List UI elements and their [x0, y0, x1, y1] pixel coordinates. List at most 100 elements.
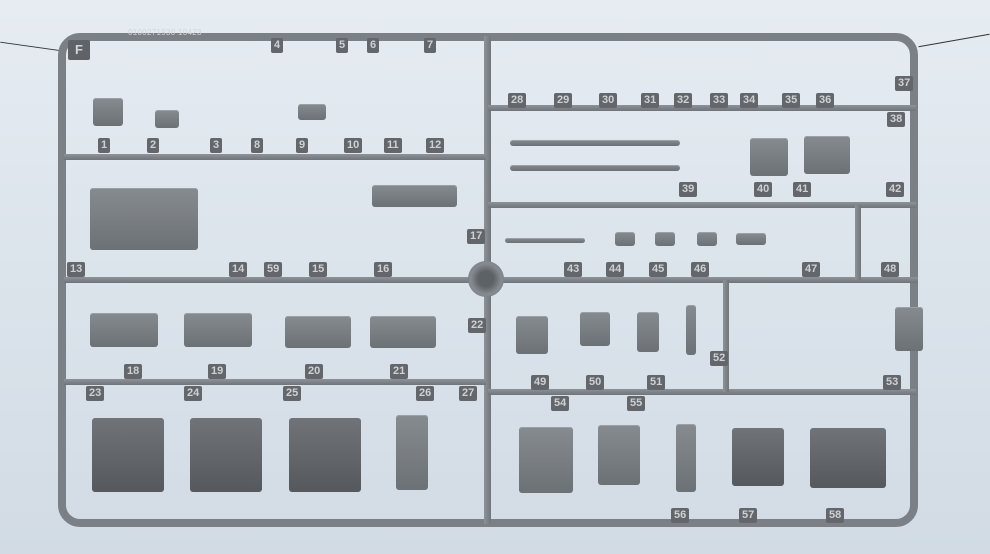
runner — [488, 105, 916, 111]
part-number-label: 30 — [599, 93, 618, 108]
sprue-part — [505, 238, 585, 243]
part-number-label: 43 — [564, 262, 583, 277]
sprue-part — [510, 140, 680, 146]
part-number-label: 51 — [647, 375, 666, 390]
part-number-label: 39 — [679, 182, 698, 197]
part-number-label: 34 — [740, 93, 759, 108]
part-number-label: 23 — [86, 386, 105, 401]
part-number-label: 26 — [416, 386, 435, 401]
part-number-label: 59 — [264, 262, 283, 277]
part-number-label: 52 — [710, 351, 729, 366]
sprue-part — [655, 232, 675, 246]
part-number-label: 3 — [210, 138, 223, 153]
sprue-part — [686, 305, 696, 355]
part-number-label: 50 — [586, 375, 605, 390]
sprue-part — [615, 232, 635, 246]
sprue-part — [93, 98, 123, 126]
part-number-label: 14 — [229, 262, 248, 277]
sprue-part — [90, 313, 158, 347]
sprue-part — [810, 428, 886, 488]
part-number-label: 47 — [802, 262, 821, 277]
sprue-part — [372, 185, 457, 207]
sprue-part — [370, 316, 436, 348]
sprue-part — [285, 316, 351, 348]
part-number-label: 19 — [208, 364, 227, 379]
sprue-part — [732, 428, 784, 486]
runner — [488, 389, 916, 395]
part-number-label: 37 — [895, 76, 914, 91]
sprue-part — [190, 418, 262, 492]
sprue-part — [519, 427, 573, 493]
sprue-part — [676, 424, 696, 492]
part-number-label: 27 — [459, 386, 478, 401]
sprue-part — [750, 138, 788, 176]
part-number-label: 7 — [424, 38, 437, 53]
part-number-label: 46 — [691, 262, 710, 277]
sprue-part — [155, 110, 179, 128]
runner — [488, 202, 916, 208]
part-number-label: 11 — [384, 138, 402, 153]
part-number-label: 17 — [467, 229, 486, 244]
runner — [64, 379, 486, 385]
part-number-label: 35 — [782, 93, 801, 108]
sprue-part — [90, 188, 198, 250]
sprue-part — [516, 316, 548, 354]
part-number-label: 18 — [124, 364, 143, 379]
part-number-label: 45 — [649, 262, 668, 277]
sprue-part — [184, 313, 252, 347]
sprue-part — [637, 312, 659, 352]
part-number-label: 40 — [754, 182, 773, 197]
part-number-label: 57 — [739, 508, 758, 523]
part-number-label: 24 — [184, 386, 203, 401]
part-number-label: 55 — [627, 396, 646, 411]
part-number-label: 15 — [309, 262, 328, 277]
hanging-wire-right — [918, 33, 990, 48]
sprue-part — [580, 312, 610, 346]
part-number-label: 4 — [271, 38, 284, 53]
part-number-label: 31 — [641, 93, 660, 108]
runner — [723, 280, 729, 392]
part-number-label: 6 — [367, 38, 380, 53]
runner — [855, 205, 861, 280]
part-number-label: 38 — [887, 112, 906, 127]
part-number-label: 5 — [336, 38, 349, 53]
part-number-label: 32 — [674, 93, 693, 108]
sprue-part — [598, 425, 640, 485]
sprue-hub — [468, 261, 504, 297]
sprue-part — [396, 415, 428, 490]
part-number-label: 8 — [251, 138, 264, 153]
part-number-label: 42 — [886, 182, 905, 197]
part-number-label: 54 — [551, 396, 570, 411]
part-number-label: 44 — [606, 262, 625, 277]
hanging-wire-left — [0, 41, 62, 52]
part-number-label: 20 — [305, 364, 324, 379]
part-number-label: 41 — [793, 182, 812, 197]
sprue-code: 0100271930 10423 — [128, 28, 202, 37]
part-number-label: 29 — [554, 93, 573, 108]
part-number-label: 48 — [881, 262, 900, 277]
part-number-label: 21 — [390, 364, 409, 379]
sprue-part — [697, 232, 717, 246]
sprue-part — [289, 418, 361, 492]
part-number-label: 58 — [826, 508, 845, 523]
part-number-label: 12 — [426, 138, 445, 153]
sprue-part — [895, 307, 923, 351]
sprue-part — [298, 104, 326, 120]
runner — [64, 154, 486, 160]
part-number-label: 13 — [67, 262, 86, 277]
part-number-label: 53 — [883, 375, 902, 390]
part-number-label: 16 — [374, 262, 393, 277]
sprue-part — [736, 233, 766, 245]
part-number-label: 56 — [671, 508, 690, 523]
part-number-label: 36 — [816, 93, 835, 108]
part-number-label: 22 — [468, 318, 487, 333]
part-number-label: 2 — [147, 138, 160, 153]
sprue-part — [92, 418, 164, 492]
sprue-letter: F — [68, 40, 90, 60]
part-number-label: 10 — [344, 138, 363, 153]
part-number-label: 49 — [531, 375, 550, 390]
part-number-label: 1 — [98, 138, 111, 153]
sprue-part — [804, 136, 850, 174]
part-number-label: 28 — [508, 93, 527, 108]
part-number-label: 25 — [283, 386, 302, 401]
